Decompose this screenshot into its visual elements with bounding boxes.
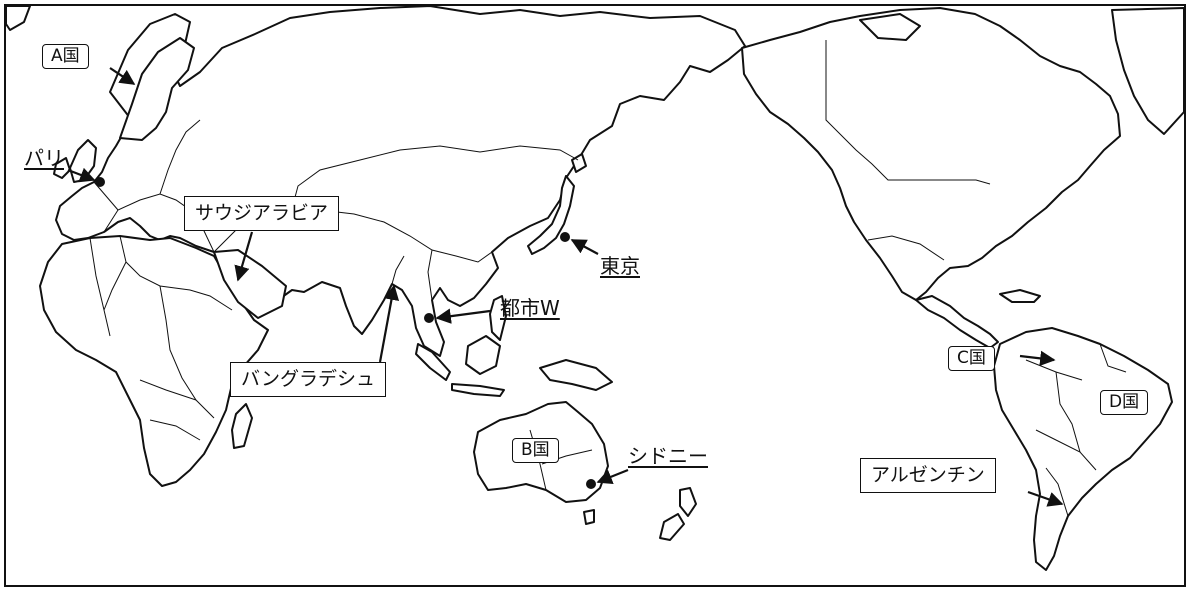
tasmania-landmass — [583, 509, 595, 525]
scandinavia-landmass — [119, 37, 195, 141]
tokyo-point — [560, 232, 570, 242]
sumatra-landmass — [415, 343, 451, 381]
label-country-c: C国 — [948, 346, 995, 371]
label-bangladesh: バングラデシュ — [230, 362, 386, 397]
arrow-argentina — [1027, 490, 1064, 507]
philippines-landmass — [489, 295, 507, 341]
borneo-landmass — [465, 335, 501, 375]
ireland-landmass — [53, 157, 71, 179]
south-america-landmass — [993, 327, 1173, 571]
label-saudi-arabia: サウジアラビア — [184, 196, 340, 231]
sydney-point — [586, 479, 596, 489]
north-america-landmass — [741, 7, 1121, 301]
arrow-paris — [67, 167, 96, 183]
label-country-b: B国 — [512, 438, 559, 463]
greenland-east-landmass — [1111, 7, 1185, 135]
label-city-w: 都市W — [500, 296, 560, 320]
japan-landmass — [527, 175, 575, 255]
arrow-country-c — [1019, 350, 1056, 367]
arrow-saudi — [234, 231, 254, 282]
country-borders — [89, 40, 1127, 517]
label-country-a: A国 — [42, 44, 89, 69]
caribbean-islands-landmass — [999, 289, 1041, 303]
arrow-tokyo — [570, 239, 599, 255]
label-sydney: シドニー — [628, 444, 708, 468]
java-landmass — [451, 383, 505, 397]
arctic-islands-landmass — [859, 13, 921, 41]
label-argentina: アルゼンチン — [860, 458, 996, 493]
arrow-city-w — [435, 308, 491, 324]
arrow-country-a — [109, 67, 136, 85]
arrow-sydney — [596, 468, 629, 485]
paris-point — [95, 177, 105, 187]
new-guinea-landmass — [539, 359, 613, 391]
africa-landmass — [39, 235, 269, 487]
new-zealand-south-landmass — [659, 513, 685, 541]
greenland-west-landmass — [5, 5, 31, 31]
new-zealand-landmass — [679, 487, 697, 517]
label-country-d: D国 — [1100, 390, 1149, 415]
label-tokyo: 東京 — [600, 254, 640, 278]
city-w-point — [424, 313, 434, 323]
label-paris: パリ — [24, 146, 64, 170]
central-america-landmass — [915, 295, 999, 349]
arrow-bangladesh — [378, 284, 400, 363]
madagascar-landmass — [231, 403, 253, 449]
